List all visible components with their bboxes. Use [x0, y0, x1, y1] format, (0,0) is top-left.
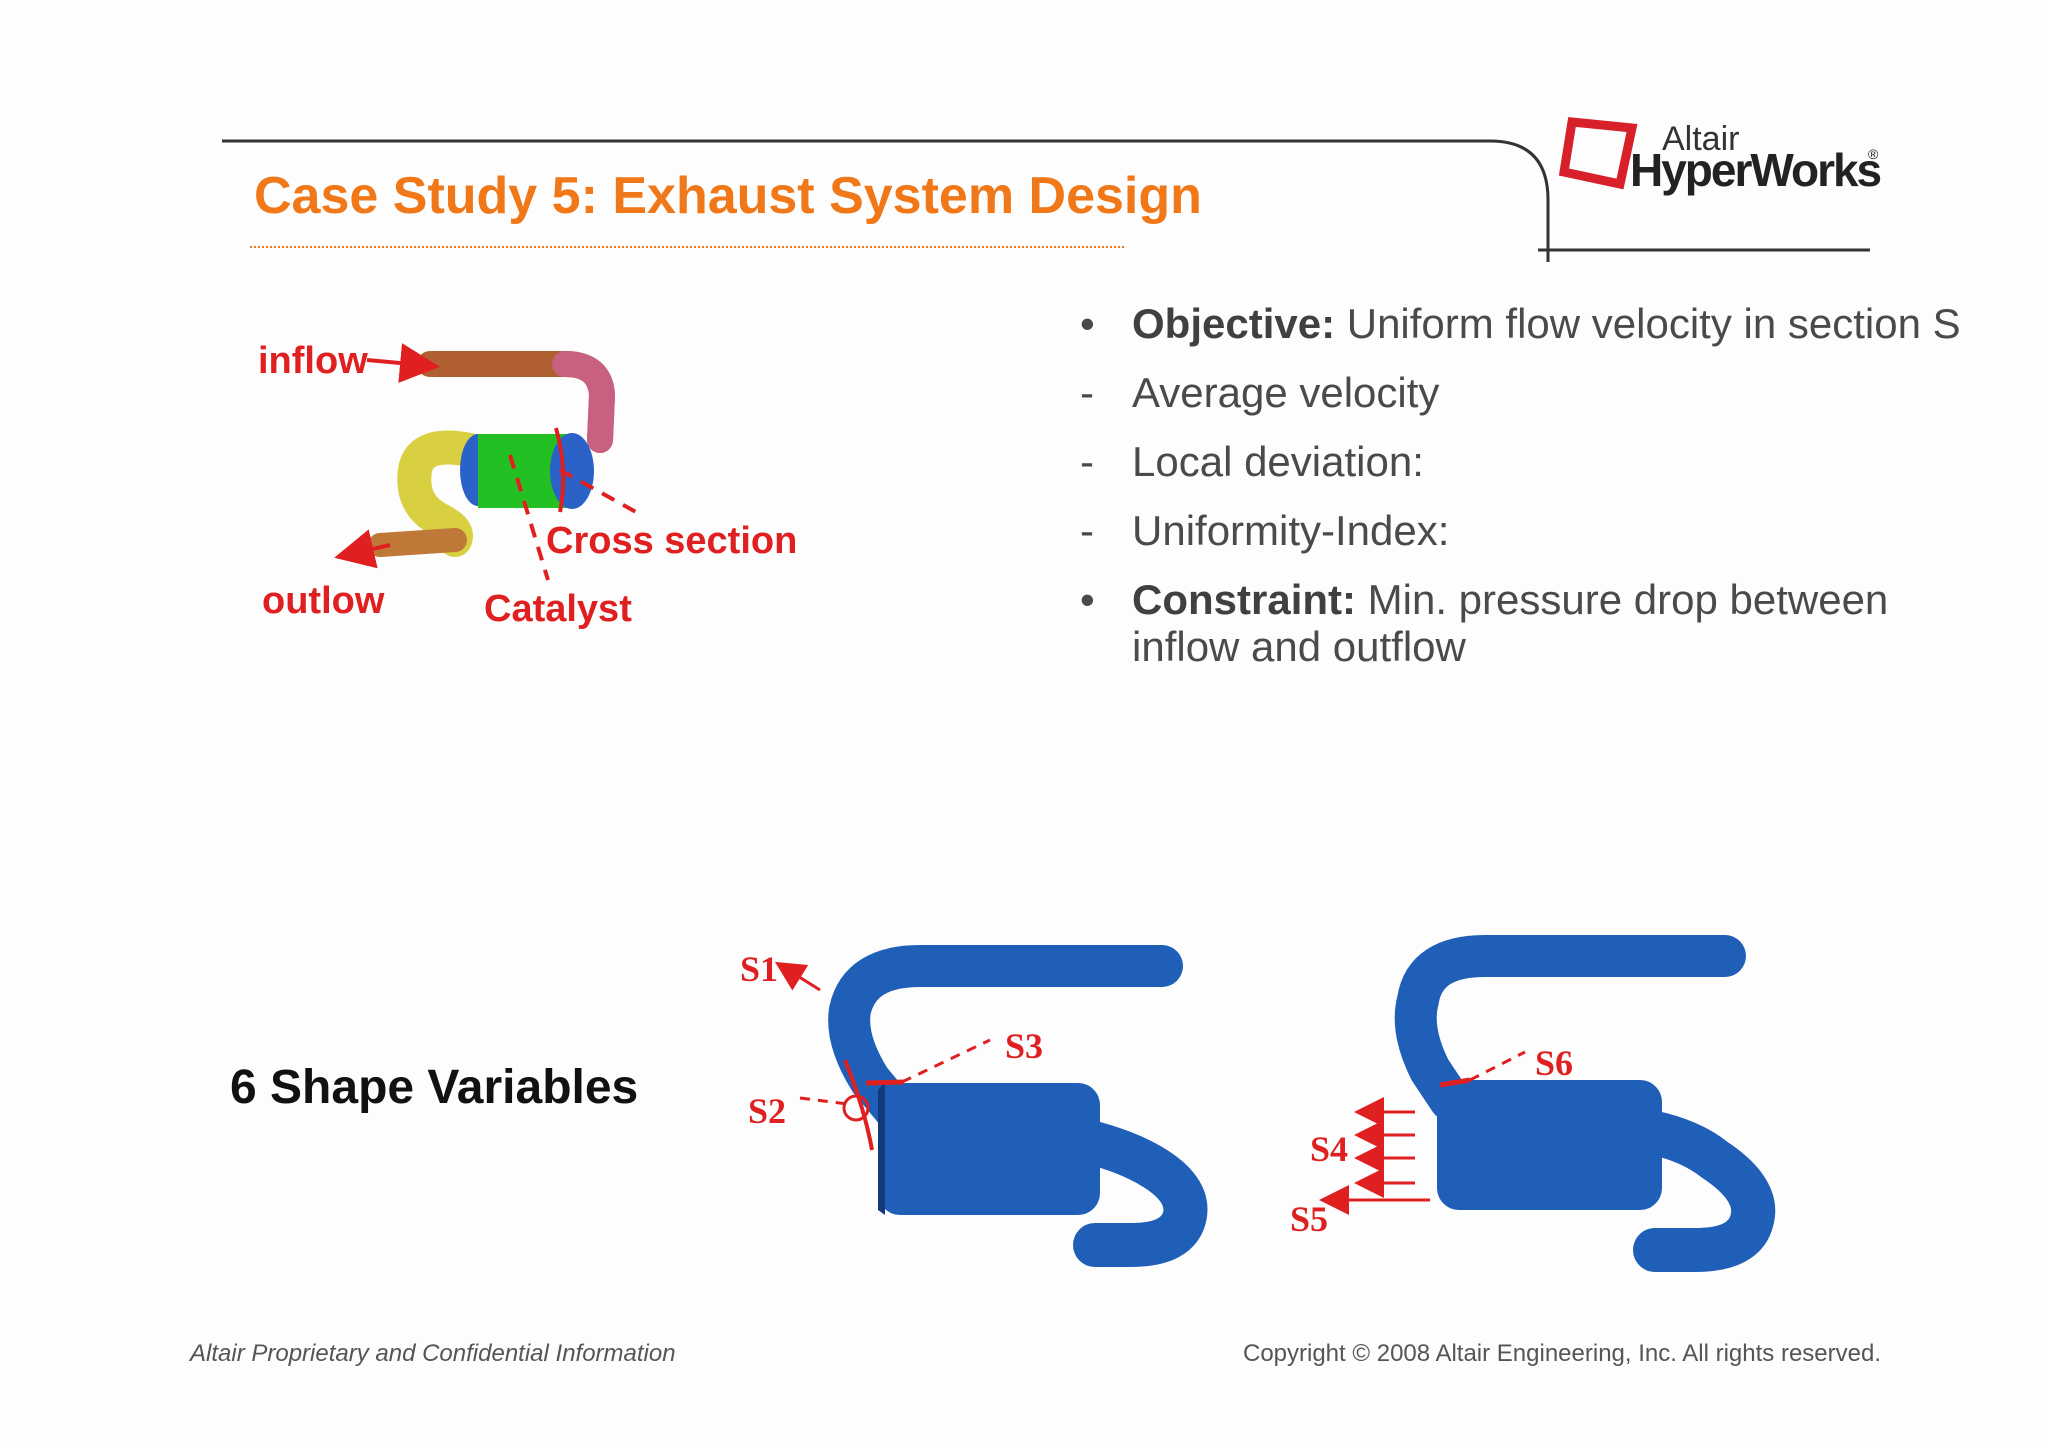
bullet-marker: •	[1080, 576, 1095, 623]
s2-pivot	[842, 1094, 870, 1122]
bullet-text: Local deviation:	[1132, 438, 1424, 485]
bullet-text: Uniform flow velocity in section S	[1335, 300, 1961, 347]
bullet-constraint: • Constraint: Min. pressure drop between…	[1080, 576, 1980, 670]
s2-mark	[843, 1059, 874, 1151]
header-rule	[222, 139, 1550, 262]
cross-section-leader	[559, 468, 637, 514]
altair-logo-icon	[1558, 117, 1638, 190]
slide-title: Case Study 5: Exhaust System Design	[254, 167, 1202, 225]
bullet-average-velocity: - Average velocity	[1080, 369, 1980, 416]
s1-label: S1	[740, 949, 779, 989]
mesh-model-left	[828, 945, 1208, 1267]
logo-hyperworks: HyperWorks	[1630, 144, 1882, 196]
s3-label: S3	[1005, 1026, 1044, 1066]
footer-confidential: Altair Proprietary and Confidential Info…	[190, 1340, 676, 1367]
bullet-bold: Constraint:	[1132, 576, 1356, 623]
s6-leader	[1469, 1050, 1526, 1082]
logo-registered-mark: ®	[1868, 146, 1879, 162]
inflow-label: inflow	[258, 340, 368, 382]
mesh-catalyst-left	[878, 1083, 1100, 1215]
s1-arrow	[774, 961, 821, 992]
outflow-arrow	[334, 529, 391, 569]
exhaust-model-image	[368, 351, 616, 557]
footer-copyright: Copyright © 2008 Altair Engineering, Inc…	[1242, 1340, 1881, 1367]
bullet-local-deviation: - Local deviation:	[1080, 438, 1980, 485]
mesh-model-right	[1394, 935, 1776, 1272]
bullet-objective: • Objective: Uniform flow velocity in se…	[1080, 300, 1980, 347]
shape-variable-annotations	[774, 961, 1526, 1215]
bullet-text: Uniformity-Index:	[1132, 507, 1450, 554]
s6-label: S6	[1535, 1043, 1574, 1083]
s2-label: S2	[748, 1091, 787, 1131]
annotation-marks	[334, 343, 637, 581]
s3-mark	[865, 1079, 905, 1086]
bullet-bold: Objective:	[1132, 300, 1336, 347]
catalyst-leader	[508, 454, 550, 581]
bullet-marker: -	[1080, 507, 1094, 554]
bullet-marker: -	[1080, 369, 1094, 416]
s5-label: S5	[1290, 1199, 1329, 1239]
s4-label: S4	[1310, 1129, 1349, 1169]
logo-altair: Altair	[1662, 120, 1740, 158]
s3-leader	[901, 1038, 991, 1084]
shape-variables-heading: 6 Shape Variables	[230, 1061, 639, 1114]
catalyst-label: Catalyst	[484, 588, 632, 630]
cross-section-mark	[554, 427, 566, 513]
mesh-catalyst-right	[1437, 1080, 1662, 1210]
bullet-marker: -	[1080, 438, 1094, 485]
title-dotted-rule	[250, 246, 1124, 248]
bullet-text: Average velocity	[1132, 369, 1440, 416]
bullet-uniformity-index: - Uniformity-Index:	[1080, 507, 1980, 554]
bullet-marker: •	[1080, 300, 1095, 347]
s6-mark	[1439, 1077, 1471, 1088]
outlow-label: outlow	[262, 580, 385, 622]
bullet-list: • Objective: Uniform flow velocity in se…	[1080, 300, 1980, 692]
inflow-arrow	[366, 343, 440, 383]
s2-leader	[799, 1096, 849, 1106]
bullet-text: Min. pressure drop between inflow and ou…	[1132, 576, 1889, 670]
cross-section-label: Cross section	[546, 520, 798, 562]
